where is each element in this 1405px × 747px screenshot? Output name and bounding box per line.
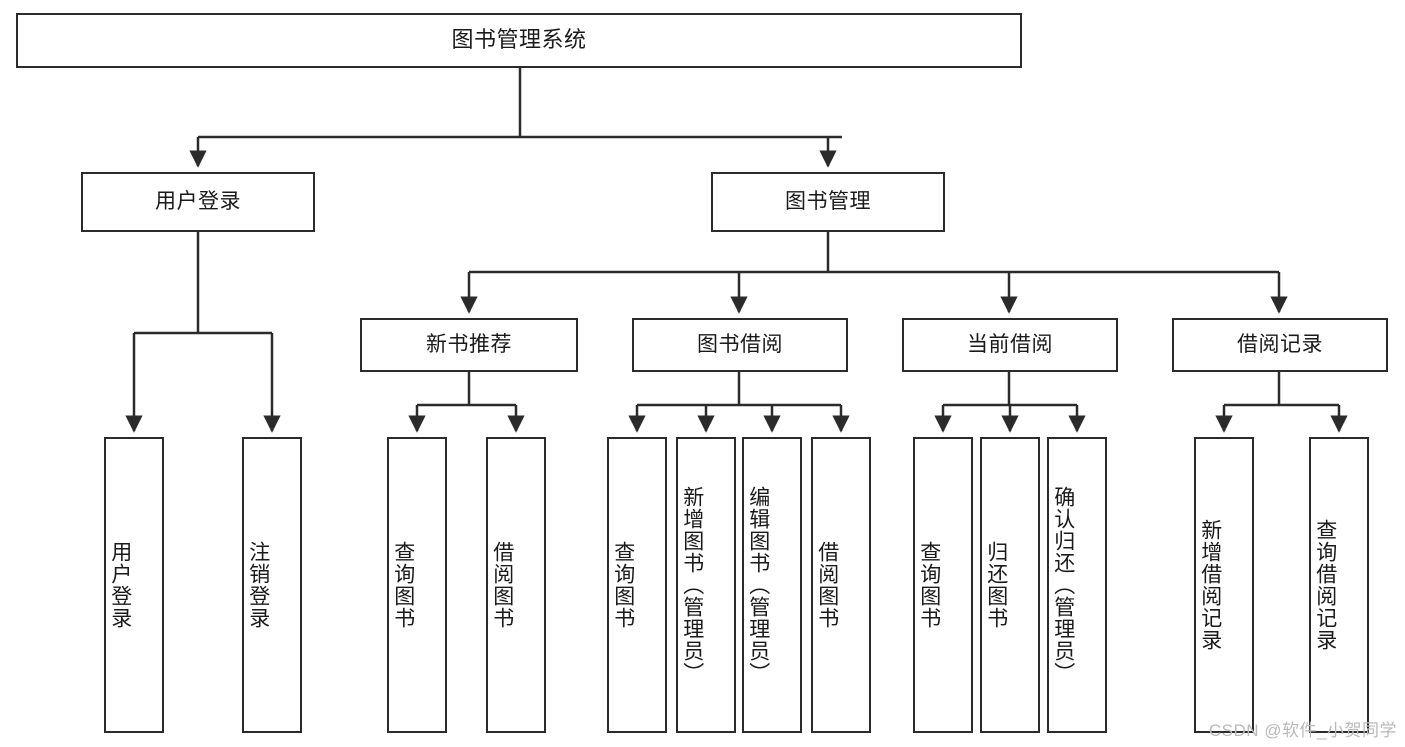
node-borrow-record-label: 借阅记录 bbox=[1237, 333, 1323, 357]
node-leaf-nbr-query[interactable]: 查询图书 bbox=[387, 437, 447, 733]
node-current-borrow-label: 当前借阅 bbox=[967, 333, 1053, 357]
node-root[interactable]: 图书管理系统 bbox=[16, 13, 1022, 68]
node-leaf-bb-borrow[interactable]: 借阅图书 bbox=[811, 437, 871, 733]
node-borrow-record[interactable]: 借阅记录 bbox=[1172, 318, 1388, 372]
node-leaf-cb-confirm-label: 确认归还（管理员） bbox=[1051, 486, 1075, 684]
node-leaf-bb-query[interactable]: 查询图书 bbox=[607, 437, 667, 733]
node-leaf-cb-return[interactable]: 归还图书 bbox=[980, 437, 1040, 733]
node-current-borrow[interactable]: 当前借阅 bbox=[902, 318, 1118, 372]
node-leaf-bb-borrow-label: 借阅图书 bbox=[815, 541, 839, 629]
node-leaf-br-query-label: 查询借阅记录 bbox=[1313, 519, 1337, 651]
node-leaf-user-login[interactable]: 用户登录 bbox=[104, 437, 164, 733]
node-leaf-br-add-label: 新增借阅记录 bbox=[1198, 519, 1222, 651]
node-leaf-user-logout[interactable]: 注销登录 bbox=[242, 437, 302, 733]
node-new-book-recommend[interactable]: 新书推荐 bbox=[360, 318, 578, 372]
node-book-borrow[interactable]: 图书借阅 bbox=[632, 318, 848, 372]
node-new-book-recommend-label: 新书推荐 bbox=[426, 333, 512, 357]
node-leaf-user-logout-label: 注销登录 bbox=[246, 541, 270, 629]
node-leaf-cb-query-label: 查询图书 bbox=[917, 541, 941, 629]
node-leaf-bb-add[interactable]: 新增图书（管理员） bbox=[676, 437, 736, 733]
node-leaf-bb-query-label: 查询图书 bbox=[611, 541, 635, 629]
node-leaf-nbr-query-label: 查询图书 bbox=[391, 541, 415, 629]
node-leaf-nbr-borrow-label: 借阅图书 bbox=[490, 541, 514, 629]
node-book-borrow-label: 图书借阅 bbox=[697, 333, 783, 357]
node-leaf-bb-edit-label: 编辑图书（管理员） bbox=[746, 486, 770, 684]
node-user-login-label: 用户登录 bbox=[155, 190, 241, 214]
node-leaf-nbr-borrow[interactable]: 借阅图书 bbox=[486, 437, 546, 733]
node-leaf-user-login-label: 用户登录 bbox=[108, 541, 132, 629]
node-leaf-br-query[interactable]: 查询借阅记录 bbox=[1309, 437, 1369, 733]
node-leaf-cb-confirm[interactable]: 确认归还（管理员） bbox=[1047, 437, 1107, 733]
node-user-login[interactable]: 用户登录 bbox=[81, 172, 315, 232]
node-root-label: 图书管理系统 bbox=[451, 27, 587, 53]
node-leaf-br-add[interactable]: 新增借阅记录 bbox=[1194, 437, 1254, 733]
node-book-manage[interactable]: 图书管理 bbox=[711, 172, 945, 232]
node-book-manage-label: 图书管理 bbox=[785, 190, 871, 214]
node-leaf-bb-edit[interactable]: 编辑图书（管理员） bbox=[742, 437, 802, 733]
node-leaf-bb-add-label: 新增图书（管理员） bbox=[680, 486, 704, 684]
node-leaf-cb-return-label: 归还图书 bbox=[984, 541, 1008, 629]
node-leaf-cb-query[interactable]: 查询图书 bbox=[913, 437, 973, 733]
